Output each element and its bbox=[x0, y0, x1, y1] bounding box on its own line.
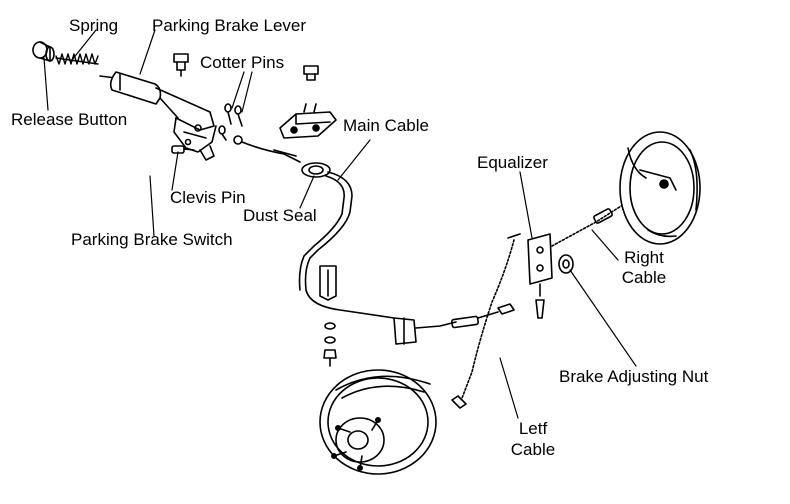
label-right-cable-line1: Right bbox=[624, 248, 664, 267]
label-left-cable-line1: Letf bbox=[518, 419, 548, 438]
leader-lines bbox=[43, 29, 637, 419]
label-left-cable-line2: Cable bbox=[510, 440, 556, 459]
label-release-button: Release Button bbox=[11, 110, 128, 129]
label-main-cable: Main Cable bbox=[343, 116, 429, 135]
left-cable-line bbox=[451, 233, 521, 409]
label-cotter-pins: Cotter Pins bbox=[200, 53, 285, 72]
label-spring: Spring bbox=[69, 16, 119, 35]
cable-connector-part bbox=[393, 303, 515, 345]
dust-seal-part bbox=[301, 162, 331, 178]
brake-adjusting-nut-part bbox=[558, 254, 574, 274]
label-right-cable-line2: Cable bbox=[621, 268, 667, 287]
left-brake-drum bbox=[319, 369, 437, 475]
equalizer-part bbox=[527, 233, 553, 319]
main-cable-run bbox=[298, 171, 395, 319]
release-button-part bbox=[32, 41, 55, 62]
label-parking-brake-lever: Parking Brake Lever bbox=[152, 16, 307, 35]
bolt-parts bbox=[173, 53, 319, 81]
main-cable-front bbox=[233, 135, 301, 163]
label-dust-seal: Dust Seal bbox=[243, 206, 317, 225]
spring-part bbox=[55, 53, 99, 65]
label-parking-brake-switch: Parking Brake Switch bbox=[71, 230, 233, 249]
mounting-bracket-part bbox=[279, 103, 337, 139]
clevis-pin-part bbox=[171, 145, 195, 154]
cotter-pins-part bbox=[218, 103, 243, 141]
label-clevis-pin: Clevis Pin bbox=[170, 188, 246, 207]
right-brake-backing-plate bbox=[619, 131, 701, 245]
label-equalizer: Equalizer bbox=[477, 153, 548, 172]
label-brake-adjusting-nut: Brake Adjusting Nut bbox=[559, 367, 709, 386]
bolt-washer-stack bbox=[323, 322, 337, 367]
